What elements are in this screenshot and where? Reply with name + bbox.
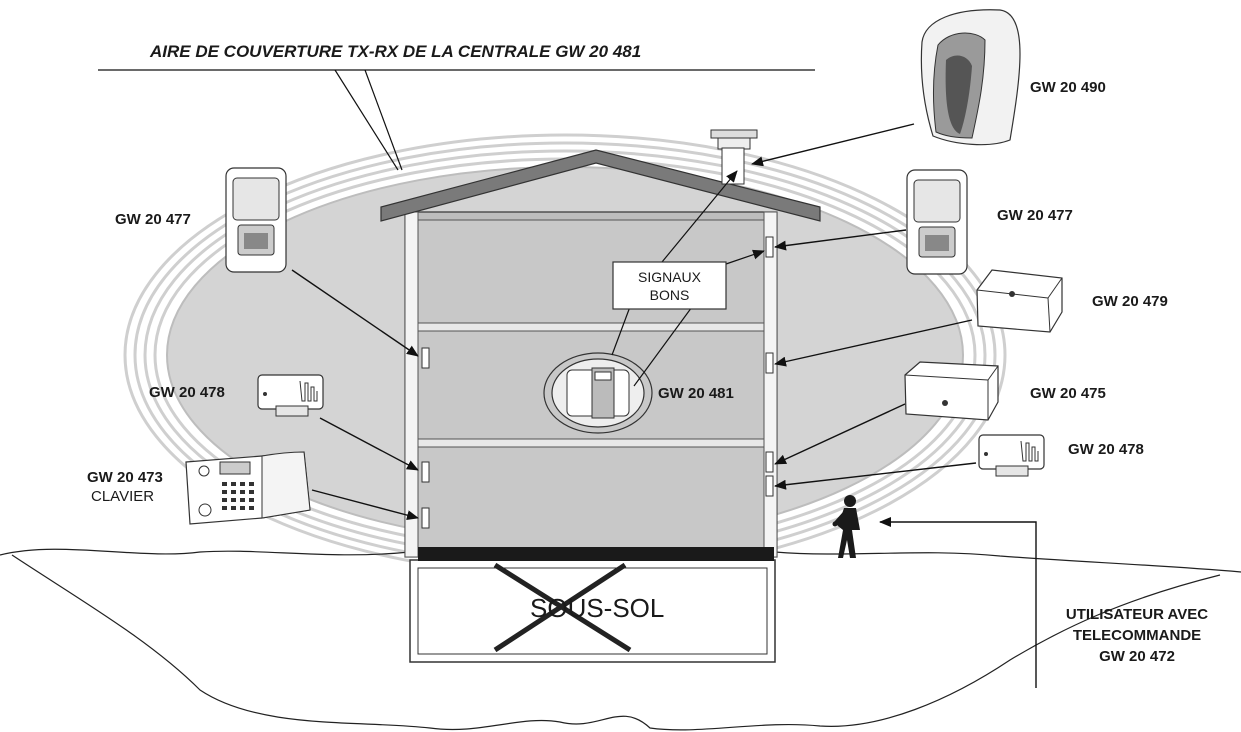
contact-475-device [904,361,999,421]
central-label: GW 20 481 [658,385,734,402]
user-label-line1: UTILISATEUR AVEC [1065,606,1209,623]
ground-outline [0,548,1241,731]
roof [380,149,821,222]
wall-sensors [421,236,774,529]
signal-box-line2: BONS [649,287,690,303]
signal-box-label: SIGNAUX BONS [613,268,726,304]
user-figure [832,495,860,558]
signal-box-line1: SIGNAUX [637,269,701,285]
user-label: UTILISATEUR AVEC TELECOMMANDE GW 20 472 [1062,604,1212,667]
signal-box [612,261,727,310]
contact-479-label: GW 20 479 [1092,293,1168,310]
user-label-line2: TELECOMMANDE [1072,627,1202,644]
pir-detector-right [906,169,968,275]
device-arrows [291,123,1037,688]
contact-478-right-device [978,434,1045,477]
keypad-label: GW 20 473 [87,469,163,486]
user-label-line3: GW 20 472 [1099,648,1175,665]
keypad-device [185,451,311,525]
pir-detector-left [225,167,287,273]
basement-label: SOUS-SOL [530,593,665,623]
central-unit [543,352,653,434]
contact-479-device [976,269,1063,333]
siren-device [920,9,1021,146]
contact-478-left-device [257,374,324,417]
pir-right-label: GW 20 477 [997,207,1073,224]
contact-478-right-label: GW 20 478 [1068,441,1144,458]
title-leaders [98,69,815,171]
floor-slab [418,547,774,561]
contact-475-label: GW 20 475 [1030,385,1106,402]
coverage-title: AIRE DE COUVERTURE TX-RX DE LA CENTRALE … [150,42,642,61]
contact-478-left-label: GW 20 478 [149,384,225,401]
pir-left-label: GW 20 477 [115,211,191,228]
siren-label: GW 20 490 [1030,79,1106,96]
keypad-name: CLAVIER [91,488,155,505]
